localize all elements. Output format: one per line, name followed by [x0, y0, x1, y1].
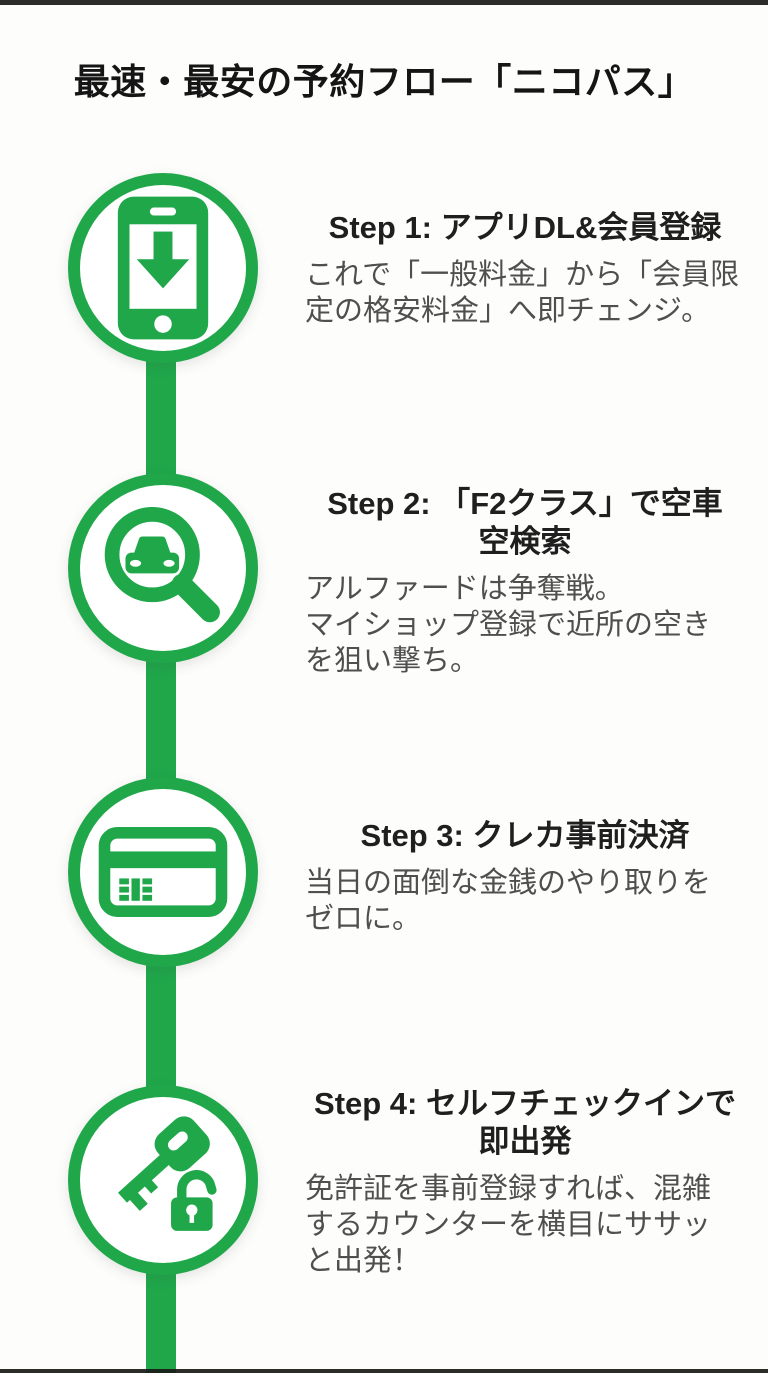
- step2-heading: Step 2: 「F2クラス」で空車 空検索: [327, 486, 723, 559]
- step1-text-block: Step 1: アプリDL&会員登録 これで「一般料金」から「会員限 定の格安料…: [305, 209, 745, 329]
- bottom-edge-strip: [0, 1369, 768, 1373]
- page-title: 最速・最安の予約フロー「ニコパス」: [73, 61, 695, 102]
- phone-download-icon: [112, 195, 214, 341]
- step2-text-block: Step 2: 「F2クラス」で空車 空検索 アルファードは争奪戦。 マイショッ…: [305, 485, 745, 679]
- credit-card-icon: [98, 827, 228, 917]
- step4-heading: Step 4: セルフチェックインで 即出発: [314, 1086, 736, 1159]
- step1-circle: [68, 173, 258, 363]
- key-unlock-icon: [96, 1113, 230, 1247]
- step4-text-block: Step 4: セルフチェックインで 即出発 免許証を事前登録すれば、混雑 する…: [305, 1085, 745, 1279]
- step3-heading: Step 3: クレカ事前決済: [360, 818, 690, 853]
- step3-circle: [68, 777, 258, 967]
- car-search-icon: [96, 501, 230, 635]
- step2-body: アルファードは争奪戦。 マイショップ登録で近所の空き を狙い撃ち。: [305, 573, 712, 677]
- step1-body: これで「一般料金」から「会員限 定の格安料金」へ即チェンジ。: [305, 259, 740, 327]
- top-edge-strip: [0, 0, 768, 5]
- step2-circle: [68, 473, 258, 663]
- step3-body: 当日の面倒な金銭のやり取りを ゼロに。: [305, 867, 712, 935]
- step4-circle: [68, 1085, 258, 1275]
- step3-text-block: Step 3: クレカ事前決済 当日の面倒な金銭のやり取りを ゼロに。: [305, 817, 745, 937]
- step1-heading: Step 1: アプリDL&会員登録: [328, 210, 722, 245]
- step4-body: 免許証を事前登録すれば、混雑 するカウンターを横目にササッ と出発！: [305, 1173, 712, 1277]
